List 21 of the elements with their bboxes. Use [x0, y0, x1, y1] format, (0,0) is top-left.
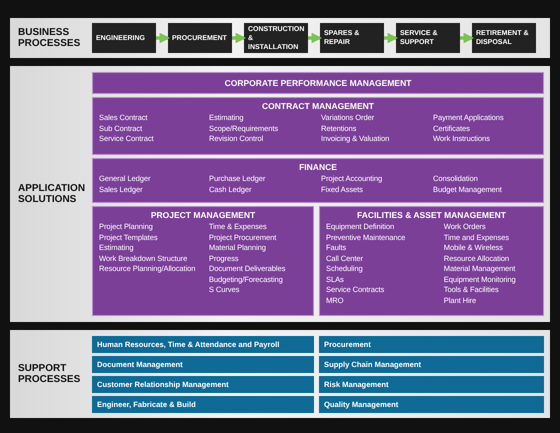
layer-panel — [10, 66, 550, 322]
module-panel — [92, 72, 544, 94]
arrow — [460, 32, 474, 44]
module-heading: PROJECT MANAGEMENT — [150, 210, 256, 221]
module-panel — [92, 97, 544, 155]
arrow — [232, 32, 246, 44]
layer-panel — [10, 18, 550, 58]
module-panel — [319, 206, 544, 316]
arrow — [384, 32, 398, 44]
module-panel — [92, 206, 314, 316]
layer-panel — [10, 330, 550, 418]
module-heading: CONTRACT MANAGEMENT — [261, 101, 375, 112]
module-heading: FACILITIES & ASSET MANAGEMENT — [356, 210, 507, 221]
layer-heading: SUPPORT PROCESSES — [18, 363, 82, 385]
arrow — [156, 32, 170, 44]
module-panel — [92, 158, 544, 203]
arrow — [308, 32, 322, 44]
layer-heading: APPLICATION SOLUTIONS — [18, 183, 86, 205]
module-heading: FINANCE — [298, 162, 338, 173]
layer-heading: BUSINESS PROCESSES — [18, 27, 82, 49]
module-heading: CORPORATE PERFORMANCE MANAGEMENT — [224, 78, 412, 89]
